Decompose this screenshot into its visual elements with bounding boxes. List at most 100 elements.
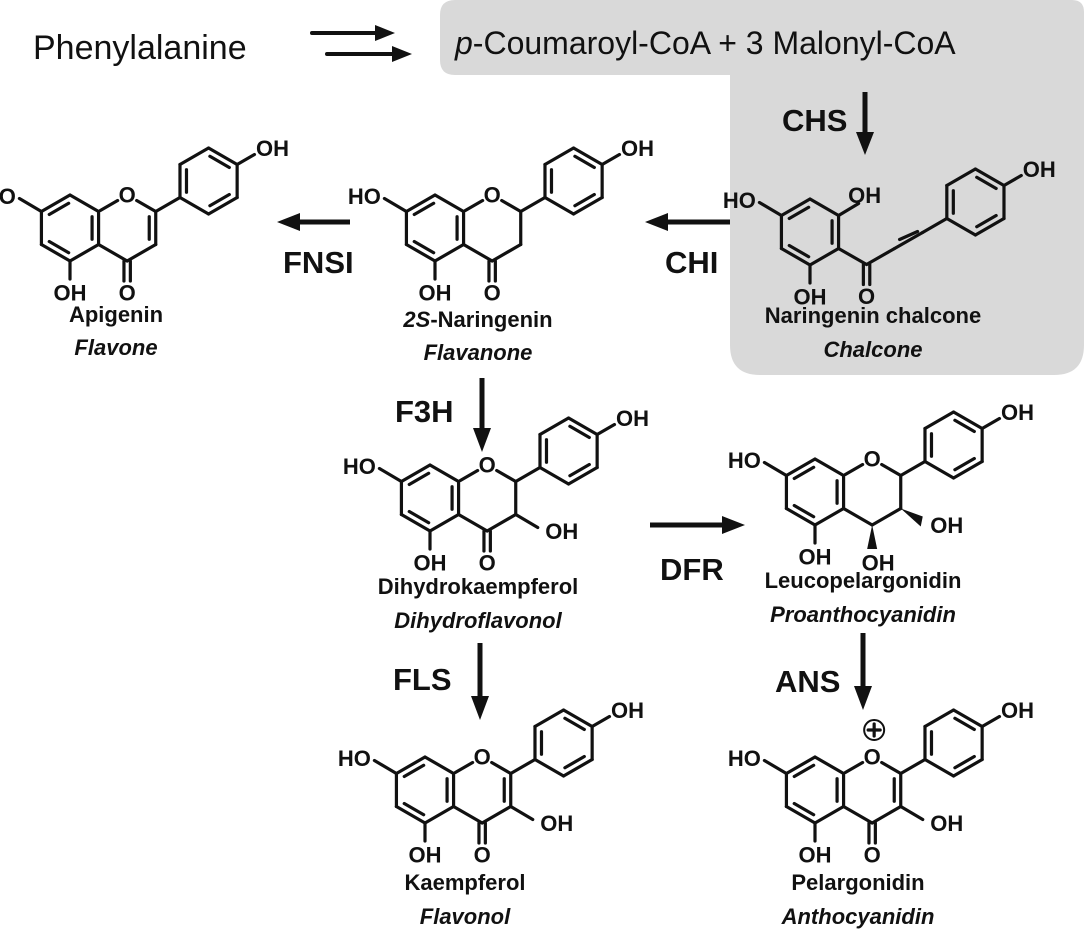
- 7-oh-bond: [379, 469, 401, 482]
- apigenin-class: Flavone: [74, 335, 157, 360]
- wedge-bond: [901, 509, 923, 527]
- c-ring-bond: [454, 807, 483, 824]
- multi-step-arrow: [312, 25, 412, 62]
- ring-bond: [430, 515, 459, 532]
- 7-hydroxyl: HO: [343, 454, 376, 479]
- 7-hydroxyl: HO: [338, 746, 371, 771]
- phenylalanine-label: Phenylalanine: [33, 29, 247, 67]
- 3-oh-bond: [901, 807, 923, 820]
- chalcone-4-hydroxyl: HO: [723, 188, 756, 213]
- wedge-bond: [867, 525, 877, 549]
- ring-bond: [925, 462, 954, 479]
- 7-hydroxyl: HO: [348, 184, 381, 209]
- c-ring-bond: [502, 201, 521, 212]
- 5-hydroxyl: OH: [419, 281, 452, 306]
- ring-bond: [425, 757, 454, 774]
- c-ring-bond: [882, 465, 901, 476]
- c-ring-bond: [127, 245, 156, 262]
- naringenin-class: Flavanone: [424, 340, 533, 365]
- 3-hydroxyl: OH: [930, 513, 963, 538]
- 3-hydroxyl: OH: [930, 811, 963, 836]
- 4prime-hydroxyl: OH: [621, 136, 654, 161]
- ring-bond: [70, 245, 99, 262]
- naringenin-name-rest: -Naringenin: [430, 307, 552, 332]
- 5-hydroxyl: OH: [414, 551, 447, 576]
- b-ring-link: [901, 462, 925, 476]
- arrow-dfr: [650, 516, 745, 534]
- 4prime-oh-bond: [602, 155, 619, 165]
- dihydrokaempferol-name: Dihydrokaempferol: [378, 574, 579, 599]
- c-ring-bond: [844, 509, 873, 526]
- ring-oxygen: O: [119, 183, 136, 208]
- ring-oxygen: O: [474, 745, 491, 770]
- c-ring-bond: [882, 763, 901, 774]
- 5-hydroxyl: OH: [409, 843, 442, 868]
- 7-oh-bond: [374, 761, 396, 774]
- c-ring-bond: [492, 245, 521, 262]
- ring-bond: [70, 195, 99, 212]
- para-prefix: p: [454, 25, 473, 61]
- c-ring-bond: [455, 763, 472, 773]
- ring-bond: [815, 459, 844, 476]
- carbonyl-oxygen: O: [484, 281, 501, 306]
- ring-bond: [925, 412, 954, 429]
- 3-hydroxyl: OH: [540, 811, 573, 836]
- c-ring-bond: [99, 245, 128, 262]
- c-ring-bond: [872, 807, 901, 824]
- c-ring-bond: [464, 245, 493, 262]
- enzyme-dfr: DFR: [660, 552, 724, 587]
- ring-bond: [535, 760, 564, 777]
- b-ring-link: [156, 198, 180, 212]
- naringenin-name: 2S-Naringenin: [402, 307, 552, 332]
- apigenin-name: Apigenin: [69, 302, 163, 327]
- naringenin-stereo-prefix: 2S: [402, 307, 430, 332]
- pelargonidin-class: Anthocyanidin: [781, 904, 935, 929]
- chalcone-name: Naringenin chalcone: [765, 303, 981, 328]
- enzyme-fnsi: FNSI: [283, 245, 354, 280]
- 4prime-hydroxyl: OH: [256, 136, 289, 161]
- 4prime-oh-bond: [597, 425, 614, 435]
- 3-oh-bond: [516, 515, 538, 528]
- c-ring-bond: [460, 471, 477, 481]
- ring-bond: [545, 198, 574, 215]
- coumaroyl-coa-label: p-Coumaroyl-CoA + 3 Malonyl-CoA: [454, 25, 956, 61]
- 4prime-oh-bond: [592, 717, 609, 727]
- ring-bond: [430, 465, 459, 482]
- arrow-fnsi: [277, 213, 350, 231]
- arrow-f3h: [473, 378, 491, 452]
- ring-bond: [180, 148, 209, 165]
- c-ring-bond: [482, 807, 511, 824]
- 7-oh-bond: [19, 199, 41, 212]
- c-ring-bond: [459, 515, 488, 532]
- b-ring-link: [901, 760, 925, 774]
- ring-bond: [540, 418, 569, 435]
- c-ring-bond: [492, 763, 511, 774]
- 4prime-oh-bond: [237, 155, 254, 165]
- c-ring-bond: [137, 201, 156, 212]
- ring-oxygen: O: [479, 453, 496, 478]
- ring-bond: [540, 468, 569, 485]
- enzyme-ans: ANS: [775, 664, 840, 699]
- kaempferol-class: Flavonol: [420, 904, 511, 929]
- ring-bond: [815, 807, 844, 824]
- enzyme-f3h: F3H: [395, 394, 454, 429]
- chalcone-2-hydroxyl: OH: [848, 183, 881, 208]
- enzyme-fls: FLS: [393, 662, 452, 697]
- 5-hydroxyl: OH: [799, 545, 832, 570]
- b-ring-link: [521, 198, 545, 212]
- ring-oxygen: O: [484, 183, 501, 208]
- naringenin-structure: O O HO OH OH: [348, 136, 654, 306]
- chalcone-class: Chalcone: [823, 337, 922, 362]
- ring-bond: [545, 148, 574, 165]
- ring-bond: [425, 807, 454, 824]
- ring-bond: [815, 509, 844, 526]
- ring-oxygen: O: [864, 447, 881, 472]
- 4prime-oh-bond: [982, 717, 999, 727]
- 7-hydroxyl: HO: [728, 448, 761, 473]
- 4prime-hydroxyl: OH: [1001, 698, 1034, 723]
- leucopelargonidin-class: Proanthocyanidin: [770, 602, 956, 627]
